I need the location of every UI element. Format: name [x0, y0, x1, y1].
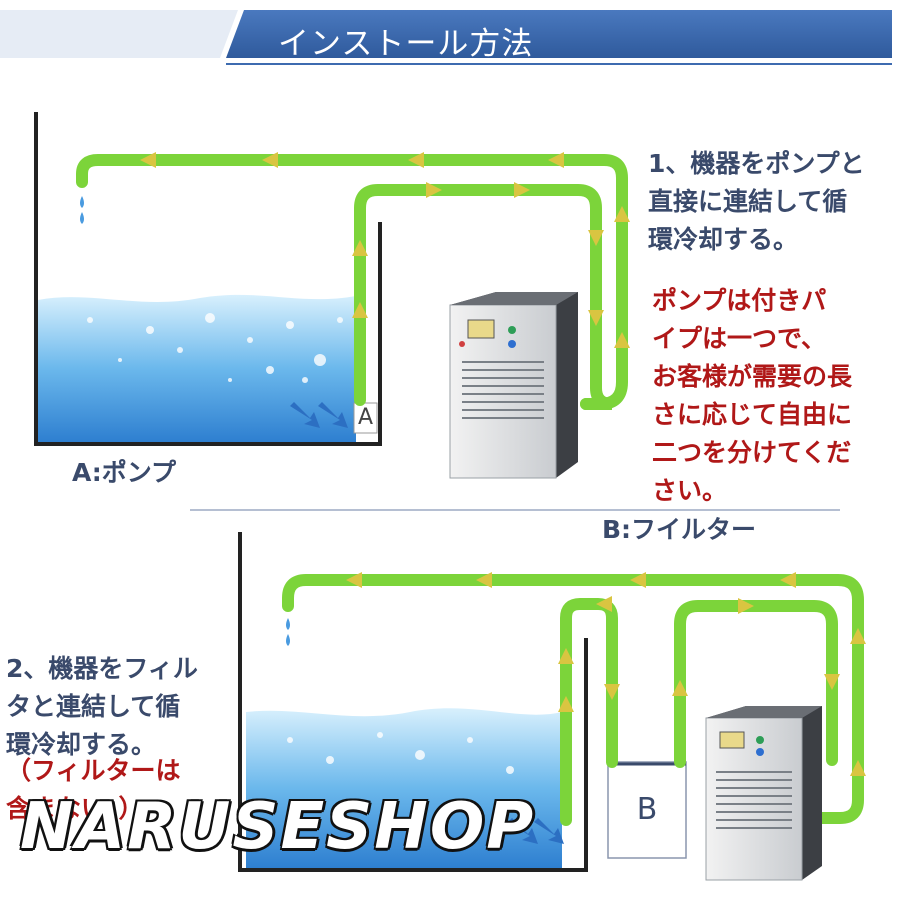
- chiller-device-icon: [449, 292, 578, 479]
- filter-b-box: [607, 761, 687, 859]
- watermark: NARUSESHOP: [20, 790, 536, 864]
- page-title: インストール方法: [278, 26, 534, 62]
- section-b-graphics: [238, 532, 866, 881]
- section-a-graphics: [34, 112, 840, 511]
- pump-note-text: ポンプは付きパ イプは一つで、 お客様が需要の長 さに応じて自由に 二つを分けて…: [652, 286, 853, 505]
- flow-arrow-icon: [346, 572, 866, 776]
- water-drop-icon: [80, 196, 84, 224]
- chiller-device-icon: [705, 706, 822, 881]
- tank-b-water: [246, 708, 562, 868]
- filter-legend-label: B:フイルター: [602, 515, 757, 544]
- tank-a-outline: [34, 112, 382, 446]
- step-2-text: 2、機器をフィル タと連結して循 環冷却する。: [6, 654, 198, 759]
- water-flow-arrow-icon: [290, 402, 348, 428]
- tank-b-outline: [238, 532, 588, 872]
- pump-a-box: [353, 402, 378, 434]
- pipe-b-device-loop: [674, 600, 838, 768]
- pump-legend-label: A:ポンプ: [72, 458, 177, 487]
- water-flow-arrow-icon: [508, 818, 564, 844]
- pipe-b-filter-loop: [560, 598, 618, 826]
- flow-arrow-icon: [140, 152, 630, 348]
- filter-note-text: （フィルターは 含まない。）: [6, 756, 181, 823]
- tank-a-water: [38, 294, 356, 442]
- filter-letter: B: [636, 792, 658, 827]
- pump-letter: A: [357, 405, 374, 430]
- pipe-b-outer: [282, 574, 864, 824]
- header-band: [0, 0, 900, 65]
- step-1-text: 1、機器をポンプと 直接に連結して循 環冷却する。: [648, 149, 865, 254]
- pipe-a-outer: [76, 154, 628, 410]
- water-drop-icon: [286, 618, 290, 646]
